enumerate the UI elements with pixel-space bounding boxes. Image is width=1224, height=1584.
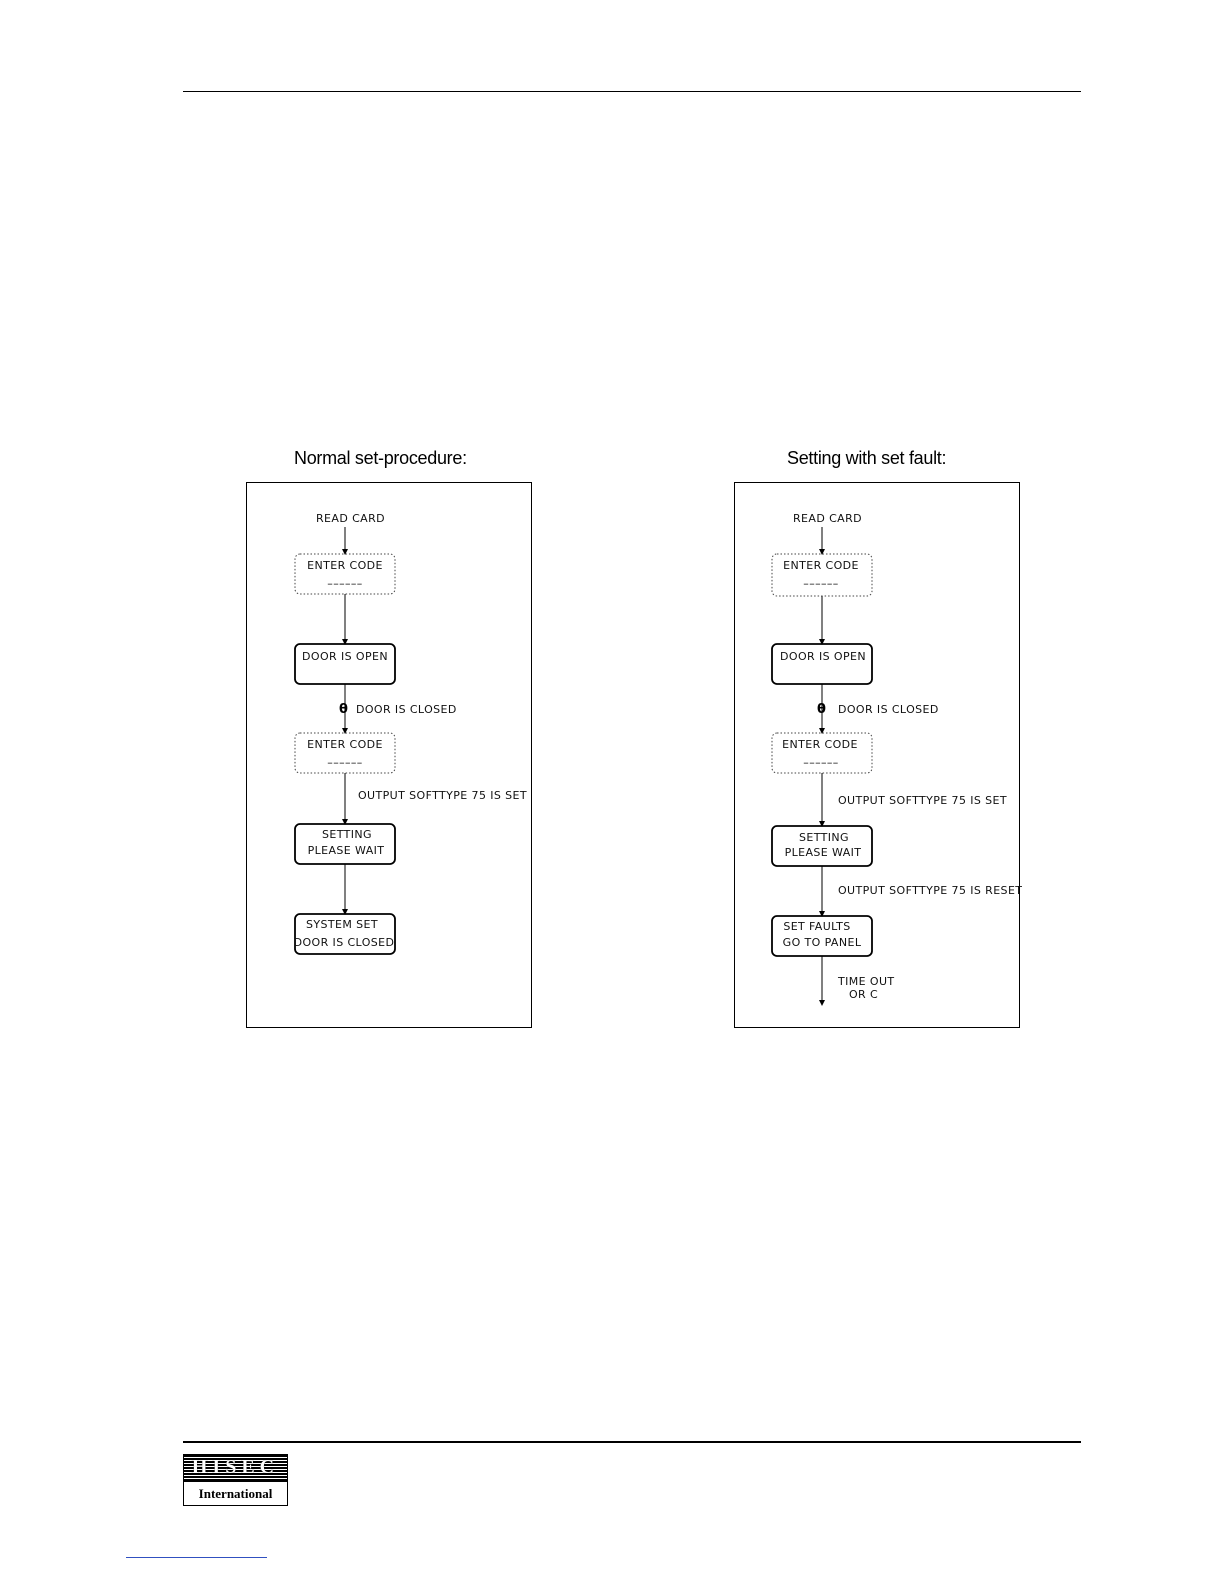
- logo-banner: HISEC: [184, 1455, 287, 1482]
- svg-text:––––––: ––––––: [803, 577, 838, 590]
- svg-text:––––––: ––––––: [327, 577, 362, 590]
- svg-text:ENTER CODE: ENTER CODE: [307, 738, 383, 751]
- right-diagram-panel: READ CARD ENTER CODE –––––– DOOR IS OPEN…: [734, 482, 1022, 1028]
- node-setting: SETTING PLEASE WAIT: [294, 823, 396, 865]
- right-flowchart: READ CARD ENTER CODE –––––– DOOR IS OPEN…: [771, 512, 1022, 1006]
- node-door-open: DOOR IS OPEN: [771, 643, 873, 685]
- node-set-faults: SET FAULTS GO TO PANEL: [771, 915, 873, 957]
- node-system-set: SYSTEM SET DOOR IS CLOSED: [294, 913, 396, 955]
- svg-text:PLEASE WAIT: PLEASE WAIT: [785, 846, 862, 859]
- svg-text:SET FAULTS: SET FAULTS: [783, 920, 850, 933]
- svg-text:ENTER CODE: ENTER CODE: [307, 559, 383, 572]
- door-closed-label: DOOR IS CLOSED: [356, 703, 457, 716]
- lock-icon: θ: [817, 702, 826, 717]
- left-flowchart: READ CARD ENTER CODE –––––– DOOR IS OPEN…: [294, 512, 527, 955]
- svg-text:ENTER CODE: ENTER CODE: [783, 559, 859, 572]
- svg-text:SETTING: SETTING: [799, 831, 849, 844]
- node-enter-code-1: ENTER CODE ––––––: [771, 553, 873, 597]
- right-diagram-title: Setting with set fault:: [787, 448, 947, 468]
- logo-name: HISEC: [191, 1456, 280, 1478]
- logo-subtitle: International: [198, 1486, 273, 1501]
- svg-text:DOOR IS CLOSED: DOOR IS CLOSED: [294, 936, 395, 949]
- footer-link-underline[interactable]: [126, 1557, 267, 1558]
- svg-text:––––––: ––––––: [327, 756, 362, 769]
- node-enter-code-2: ENTER CODE ––––––: [771, 732, 873, 774]
- lock-icon: θ: [339, 702, 348, 717]
- svg-text:SYSTEM SET: SYSTEM SET: [306, 918, 378, 931]
- svg-text:DOOR IS OPEN: DOOR IS OPEN: [302, 650, 388, 663]
- footer-rule: [183, 1441, 1081, 1443]
- timeout-label-2: OR C: [849, 988, 878, 1001]
- left-diagram-title: Normal set-procedure:: [294, 448, 467, 468]
- node-setting: SETTING PLEASE WAIT: [771, 825, 873, 867]
- timeout-label-1: TIME OUT: [837, 975, 895, 988]
- header-rule: [183, 91, 1081, 92]
- node-enter-code-2: ENTER CODE ––––––: [294, 732, 396, 774]
- svg-text:PLEASE WAIT: PLEASE WAIT: [308, 844, 385, 857]
- output-set-label: OUTPUT SOFTTYPE 75 IS SET: [358, 789, 527, 802]
- output-reset-label: OUTPUT SOFTTYPE 75 IS RESET: [838, 884, 1022, 897]
- svg-text:DOOR IS OPEN: DOOR IS OPEN: [780, 650, 866, 663]
- output-set-label: OUTPUT SOFTTYPE 75 IS SET: [838, 794, 1007, 807]
- read-card-label: READ CARD: [316, 512, 385, 525]
- svg-text:––––––: ––––––: [803, 756, 838, 769]
- node-door-open: DOOR IS OPEN: [294, 643, 396, 685]
- svg-text:SETTING: SETTING: [322, 828, 372, 841]
- svg-text:ENTER CODE: ENTER CODE: [782, 738, 858, 751]
- left-diagram-panel: READ CARD ENTER CODE –––––– DOOR IS OPEN…: [246, 482, 532, 1028]
- hisec-logo: HISEC International: [183, 1454, 288, 1506]
- door-closed-label: DOOR IS CLOSED: [838, 703, 939, 716]
- node-enter-code-1: ENTER CODE ––––––: [294, 553, 396, 595]
- read-card-label: READ CARD: [793, 512, 862, 525]
- svg-text:GO TO PANEL: GO TO PANEL: [783, 936, 862, 949]
